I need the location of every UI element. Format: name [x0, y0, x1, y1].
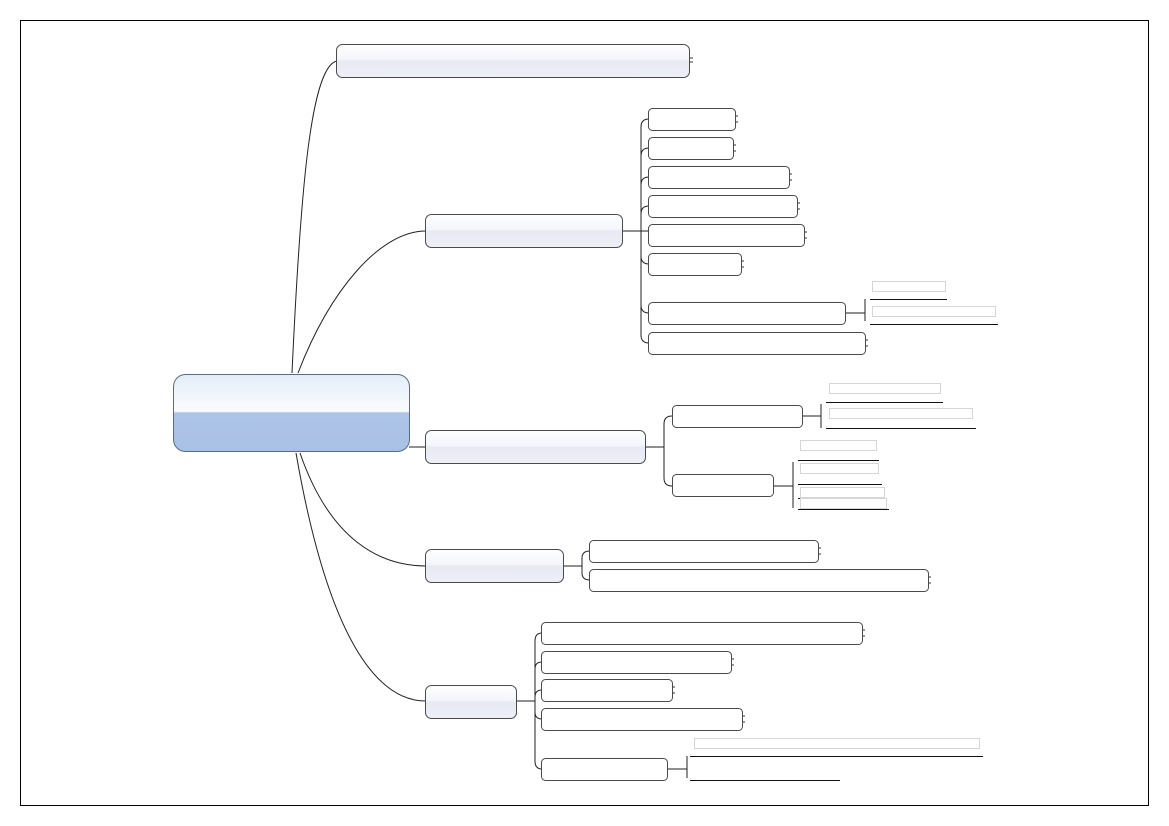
leaf-5-5-1[interactable] — [690, 738, 983, 757]
connector-branch-4-spine — [563, 558, 583, 573]
connector-branch-3-child-1 — [663, 415, 673, 425]
connector-root-branch-2 — [297, 230, 427, 374]
subtopic-5-1[interactable] — [541, 622, 863, 645]
subtopic-5-5[interactable] — [541, 758, 668, 781]
connector-branch-2-child-7-leaves — [845, 299, 866, 321]
connector-branch-5-child-4 — [534, 711, 543, 720]
branch-topic-2[interactable] — [425, 214, 623, 248]
connector-branch-2-child-3 — [640, 176, 650, 186]
leaf-3-1-2[interactable] — [826, 408, 976, 429]
connector-branch-3-child-2-leaves — [773, 462, 794, 508]
connector-branch-5-child-1 — [534, 632, 543, 642]
connector-branch-5-child-5-leaves — [667, 756, 688, 778]
connector-root-branch-1 — [291, 60, 338, 374]
subtopic-5-4[interactable] — [541, 708, 743, 731]
subtopic-2-7[interactable] — [648, 302, 846, 325]
page-frame — [20, 20, 1149, 806]
connector-branch-5-spine — [516, 641, 536, 761]
connector-branch-5-child-3 — [534, 689, 543, 698]
subtopic-4-1[interactable] — [589, 540, 819, 563]
connector-lines — [291, 57, 931, 778]
collapse-ticks — [672, 57, 931, 723]
subtopic-5-2[interactable] — [541, 651, 732, 674]
subtopic-3-1[interactable] — [672, 405, 803, 428]
leaf-2-7-1[interactable] — [870, 281, 947, 300]
branch-topic-3[interactable] — [425, 430, 646, 464]
branch-topic-4[interactable] — [425, 549, 564, 583]
connector-branch-5-child-2 — [534, 661, 543, 670]
subtopic-2-5[interactable] — [648, 224, 805, 247]
connector-branch-3-spine — [645, 424, 665, 478]
subtopic-5-3[interactable] — [541, 679, 673, 702]
subtopic-2-4[interactable] — [648, 195, 798, 218]
connector-branch-2-child-7 — [640, 304, 650, 314]
subtopic-2-2[interactable] — [648, 137, 734, 160]
connector-root-branch-4 — [299, 452, 427, 567]
subtopic-2-6[interactable] — [648, 253, 742, 276]
root-topic[interactable] — [173, 374, 410, 452]
leaf-2-7-2[interactable] — [870, 306, 998, 325]
connector-branch-2-child-8 — [640, 334, 650, 344]
connector-branch-2-spine — [622, 127, 642, 335]
connector-branch-2-child-1 — [640, 118, 650, 128]
leaf-3-2-4[interactable] — [798, 498, 889, 510]
connector-branch-4-child-2 — [581, 572, 591, 581]
subtopic-3-2[interactable] — [672, 474, 774, 497]
subtopic-2-1[interactable] — [648, 108, 736, 131]
connector-branch-5-child-5 — [534, 760, 543, 770]
leaf-3-2-1[interactable] — [798, 440, 879, 461]
connector-branch-2-child-2 — [640, 147, 650, 157]
connector-branch-4-child-1 — [581, 550, 591, 559]
leaf-3-2-2[interactable] — [798, 463, 882, 485]
connector-branch-2-child-4 — [640, 205, 650, 215]
connector-branch-3-child-1-leaves — [802, 404, 822, 428]
connector-root-branch-5 — [295, 452, 427, 702]
connector-branch-2-child-6 — [640, 255, 650, 265]
branch-topic-5[interactable] — [425, 685, 517, 719]
branch-topic-1[interactable] — [336, 44, 690, 78]
connector-branch-3-child-2 — [663, 477, 673, 487]
subtopic-4-2[interactable] — [589, 569, 929, 592]
subtopic-2-3[interactable] — [648, 166, 790, 189]
leaf-3-2-3[interactable] — [798, 487, 886, 499]
subtopic-2-8[interactable] — [648, 332, 866, 355]
leaf-3-1-1[interactable] — [826, 383, 943, 403]
